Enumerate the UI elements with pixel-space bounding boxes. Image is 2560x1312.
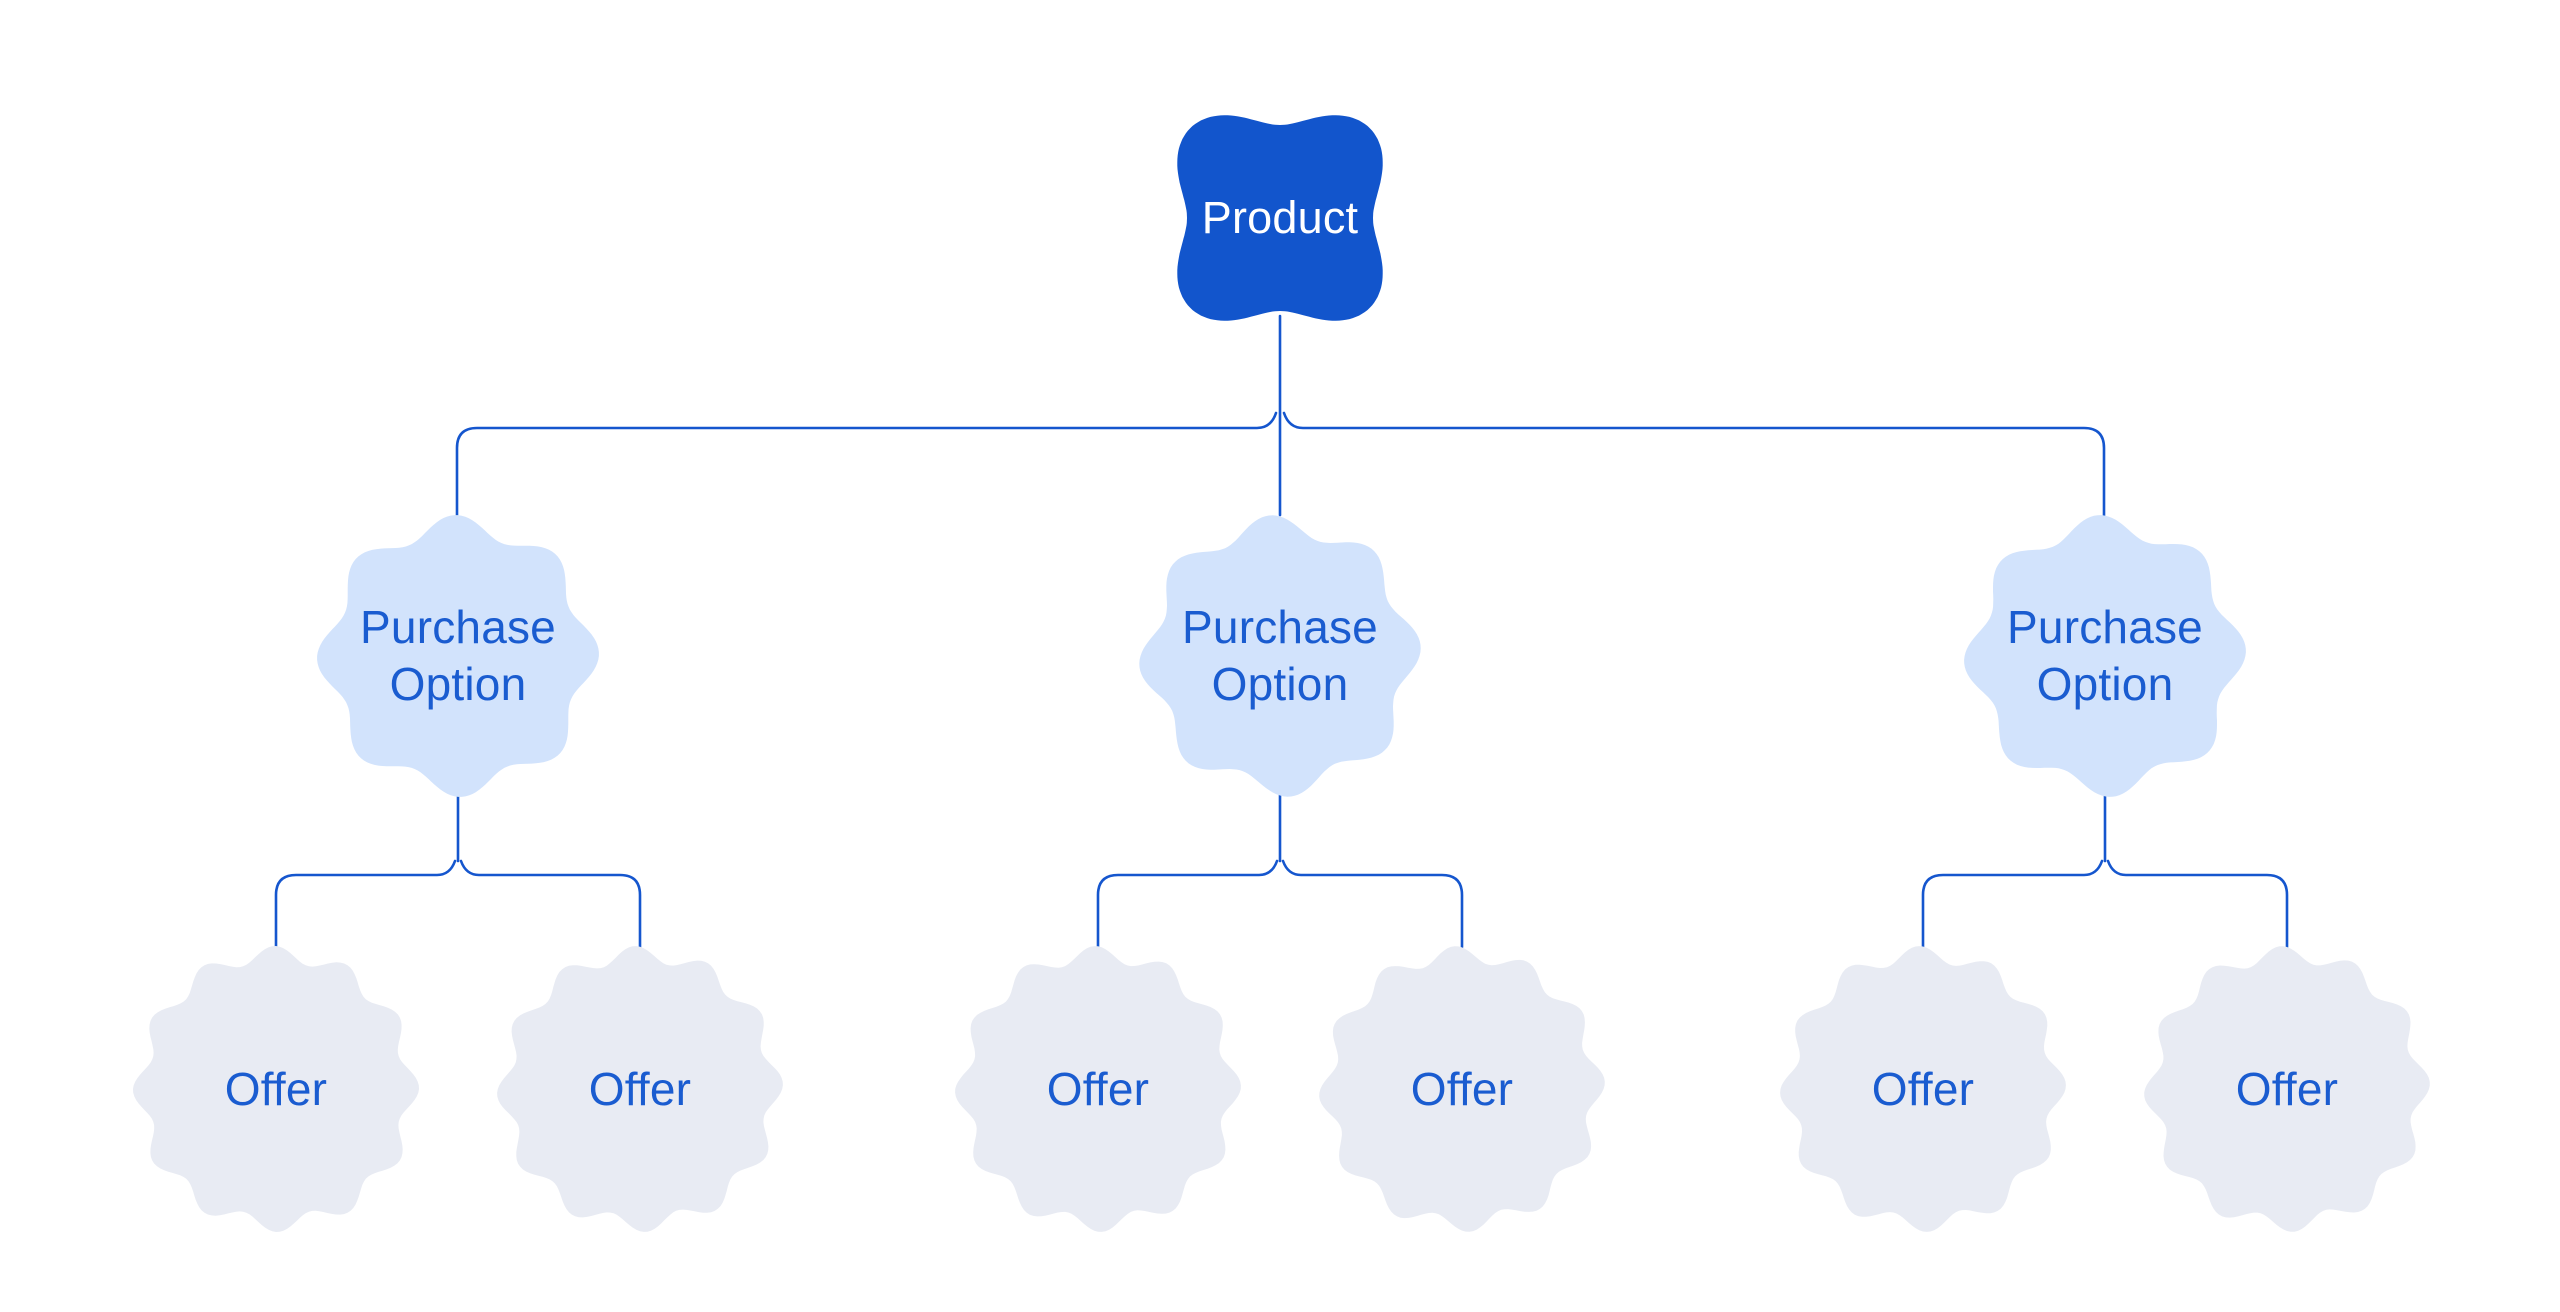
offer-label: Offer: [1046, 1063, 1150, 1115]
purchase-option-label: Purchase Option: [2007, 601, 2203, 710]
offer-node-1: Offer: [130, 943, 422, 1235]
purchase-option-node-3: Purchase Option: [1960, 511, 2250, 801]
offer-node-2: Offer: [494, 943, 786, 1235]
connector-purchase-option-3-to-offers: [1921, 793, 2289, 949]
connector-purchase-option-1-to-offers: [274, 793, 642, 949]
product-blob-shape: [1177, 115, 1383, 321]
purchase-option-label: Purchase Option: [1182, 601, 1378, 710]
purchase-option-node-1: Purchase Option: [313, 511, 603, 801]
offer-blob-shape: [133, 946, 419, 1232]
offer-blob-shape: [497, 946, 783, 1232]
purchase-option-blob-shape: [1964, 515, 2246, 797]
connector-purchase-option-2-to-offers: [1096, 793, 1464, 949]
offer-label: Offer: [1871, 1063, 1975, 1115]
offer-label: Offer: [588, 1063, 692, 1115]
purchase-option-blob-shape: [317, 515, 599, 797]
purchase-option-label: Purchase Option: [360, 601, 556, 710]
offer-node-3: Offer: [952, 943, 1244, 1235]
offer-label: Offer: [2235, 1063, 2339, 1115]
offer-node-6: Offer: [2141, 943, 2433, 1235]
offer-blob-shape: [1780, 946, 2066, 1232]
purchase-option-blob-shape: [1139, 515, 1421, 797]
offer-node-5: Offer: [1777, 943, 2069, 1235]
purchase-option-node-2: Purchase Option: [1135, 511, 1425, 801]
offer-label: Offer: [1410, 1063, 1514, 1115]
offer-blob-shape: [2144, 946, 2430, 1232]
offer-blob-shape: [955, 946, 1241, 1232]
connector-product-to-purchase-options: [455, 314, 2106, 518]
product-label: Product: [1201, 192, 1359, 243]
offer-blob-shape: [1319, 946, 1605, 1232]
offer-node-4: Offer: [1316, 943, 1608, 1235]
offer-label: Offer: [224, 1063, 328, 1115]
product-node: Product: [1150, 88, 1410, 348]
